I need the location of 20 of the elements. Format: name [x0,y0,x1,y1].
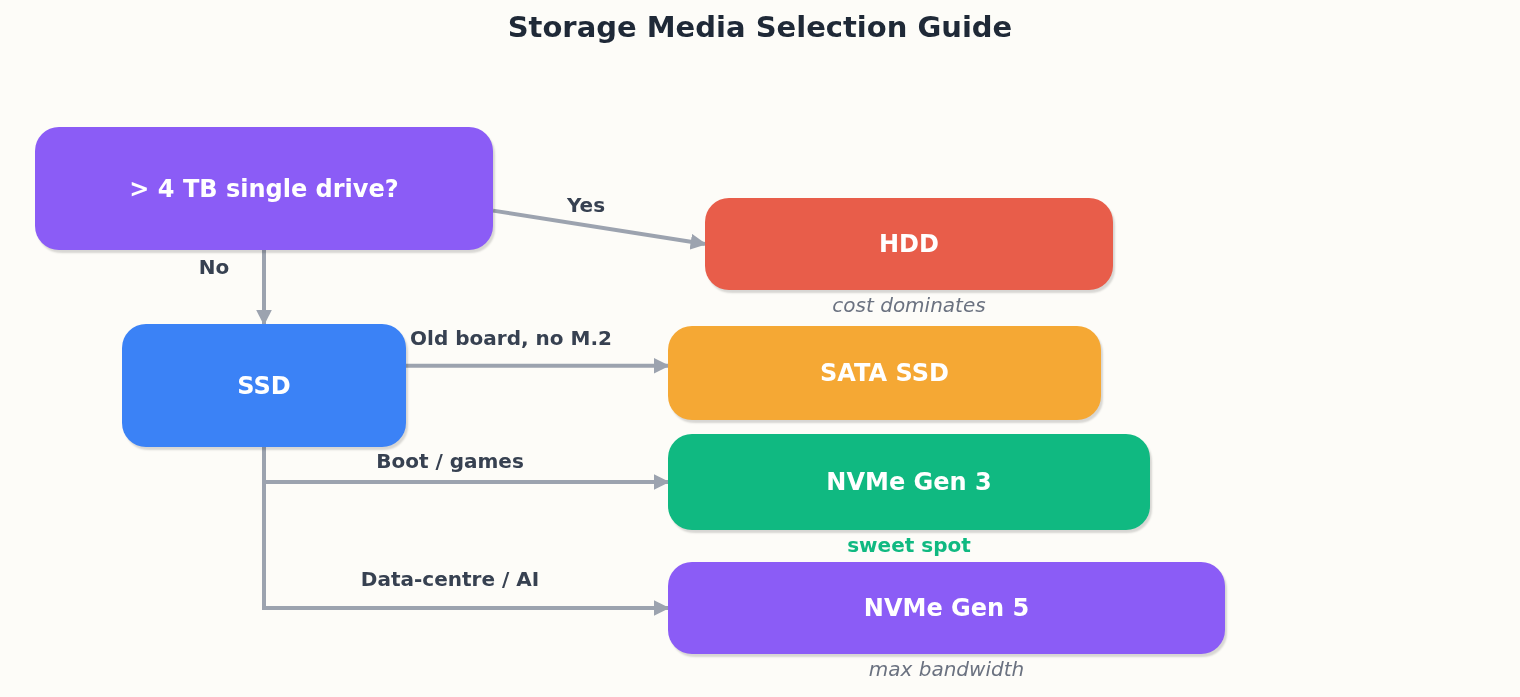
node-label: SATA SSD [820,359,949,387]
option-box [668,434,1150,530]
node-caption: sweet spot [846,533,972,557]
arrow [256,250,272,326]
node-label: NVMe Gen 3 [826,468,992,496]
decision-box [35,127,493,250]
option-box [668,562,1225,654]
arrow [492,208,707,250]
option-box [668,326,1101,420]
node-label: SSD [237,371,291,400]
node-caption: cost dominates [831,293,987,317]
diagram-title: Storage Media Selection Guide [506,10,1014,44]
node-label: > 4 TB single drive? [129,174,399,203]
arrow [406,357,670,374]
option-box [122,324,406,447]
node-label: HDD [879,230,939,258]
node-label: NVMe Gen 5 [863,594,1030,622]
arrow [262,447,670,616]
node-caption: max bandwidth [867,657,1026,681]
option-box [705,198,1113,290]
